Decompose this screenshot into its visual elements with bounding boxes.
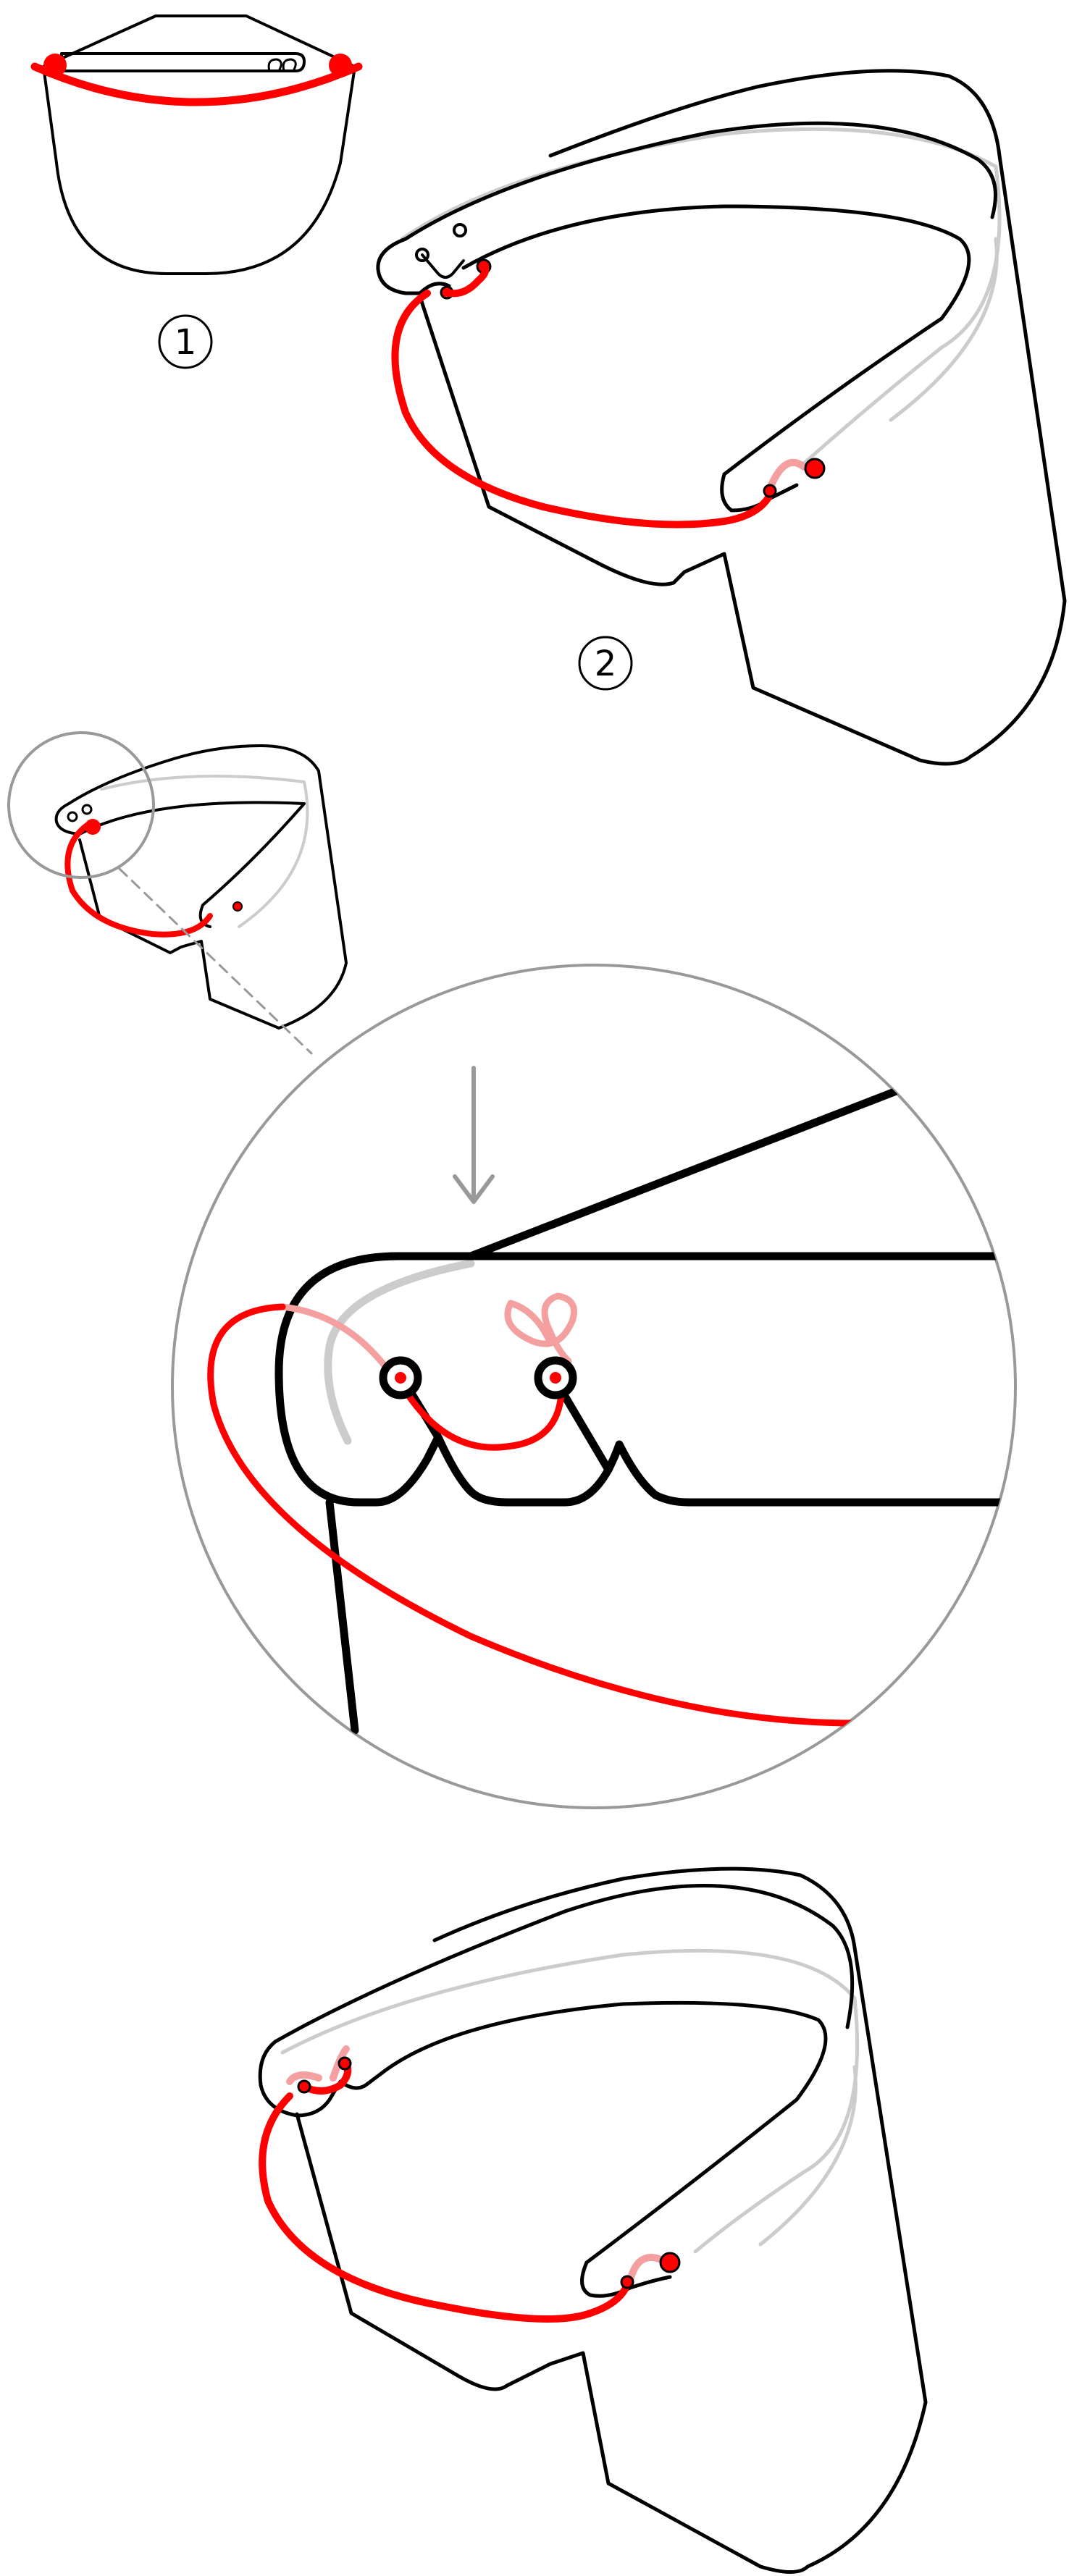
overview-left-hook-b xyxy=(83,805,91,814)
left-hooks xyxy=(416,224,466,277)
right-hook-point-upper xyxy=(805,459,824,478)
final-assembled-shield xyxy=(260,1869,926,2572)
final-rear-headband xyxy=(282,1950,858,2252)
detail-band-through-left xyxy=(395,1372,406,1384)
headband-left-tab xyxy=(378,239,449,293)
step-2-assembled-shield: 2 xyxy=(378,71,1065,764)
detail-band-through-right xyxy=(550,1372,561,1384)
flat-headband-strip xyxy=(62,54,304,71)
final-left-hook-point xyxy=(298,2081,310,2092)
final-rear-shield-edge xyxy=(760,2067,855,2244)
elastic-band-faded xyxy=(771,463,804,485)
right-hook-point xyxy=(764,485,776,497)
final-elastic-band-loop xyxy=(262,2096,629,2319)
overview-shield xyxy=(9,733,346,1053)
headband-inner-edge xyxy=(464,206,969,474)
overview-right-band-end xyxy=(233,902,242,911)
shield-outline xyxy=(420,71,1065,764)
step-1-flat-shield: 1 xyxy=(35,16,359,368)
final-right-hook-point xyxy=(621,2276,633,2288)
elastic-band-loop xyxy=(395,293,771,525)
rear-headband-outline xyxy=(402,129,999,463)
step-2-number: 2 xyxy=(595,644,617,684)
final-right-hook-point-upper xyxy=(661,2253,679,2272)
magnifier-icon xyxy=(9,733,154,877)
band-hook-curls xyxy=(269,59,295,71)
magnifier-leader-line xyxy=(120,869,311,1053)
elastic-band-end-left xyxy=(43,54,67,77)
final-left-hook-point-upper xyxy=(339,2058,351,2069)
final-shield-outline xyxy=(297,1869,926,2572)
rear-shield-edge xyxy=(891,239,997,420)
detail-zoom xyxy=(172,965,1028,1808)
elastic-band-end-right xyxy=(329,54,352,77)
step-1-number: 1 xyxy=(175,322,197,363)
overview-left-hook-a xyxy=(68,812,77,821)
overview-left-band-end xyxy=(85,819,101,835)
final-headband-inner-edge xyxy=(380,2003,826,2263)
